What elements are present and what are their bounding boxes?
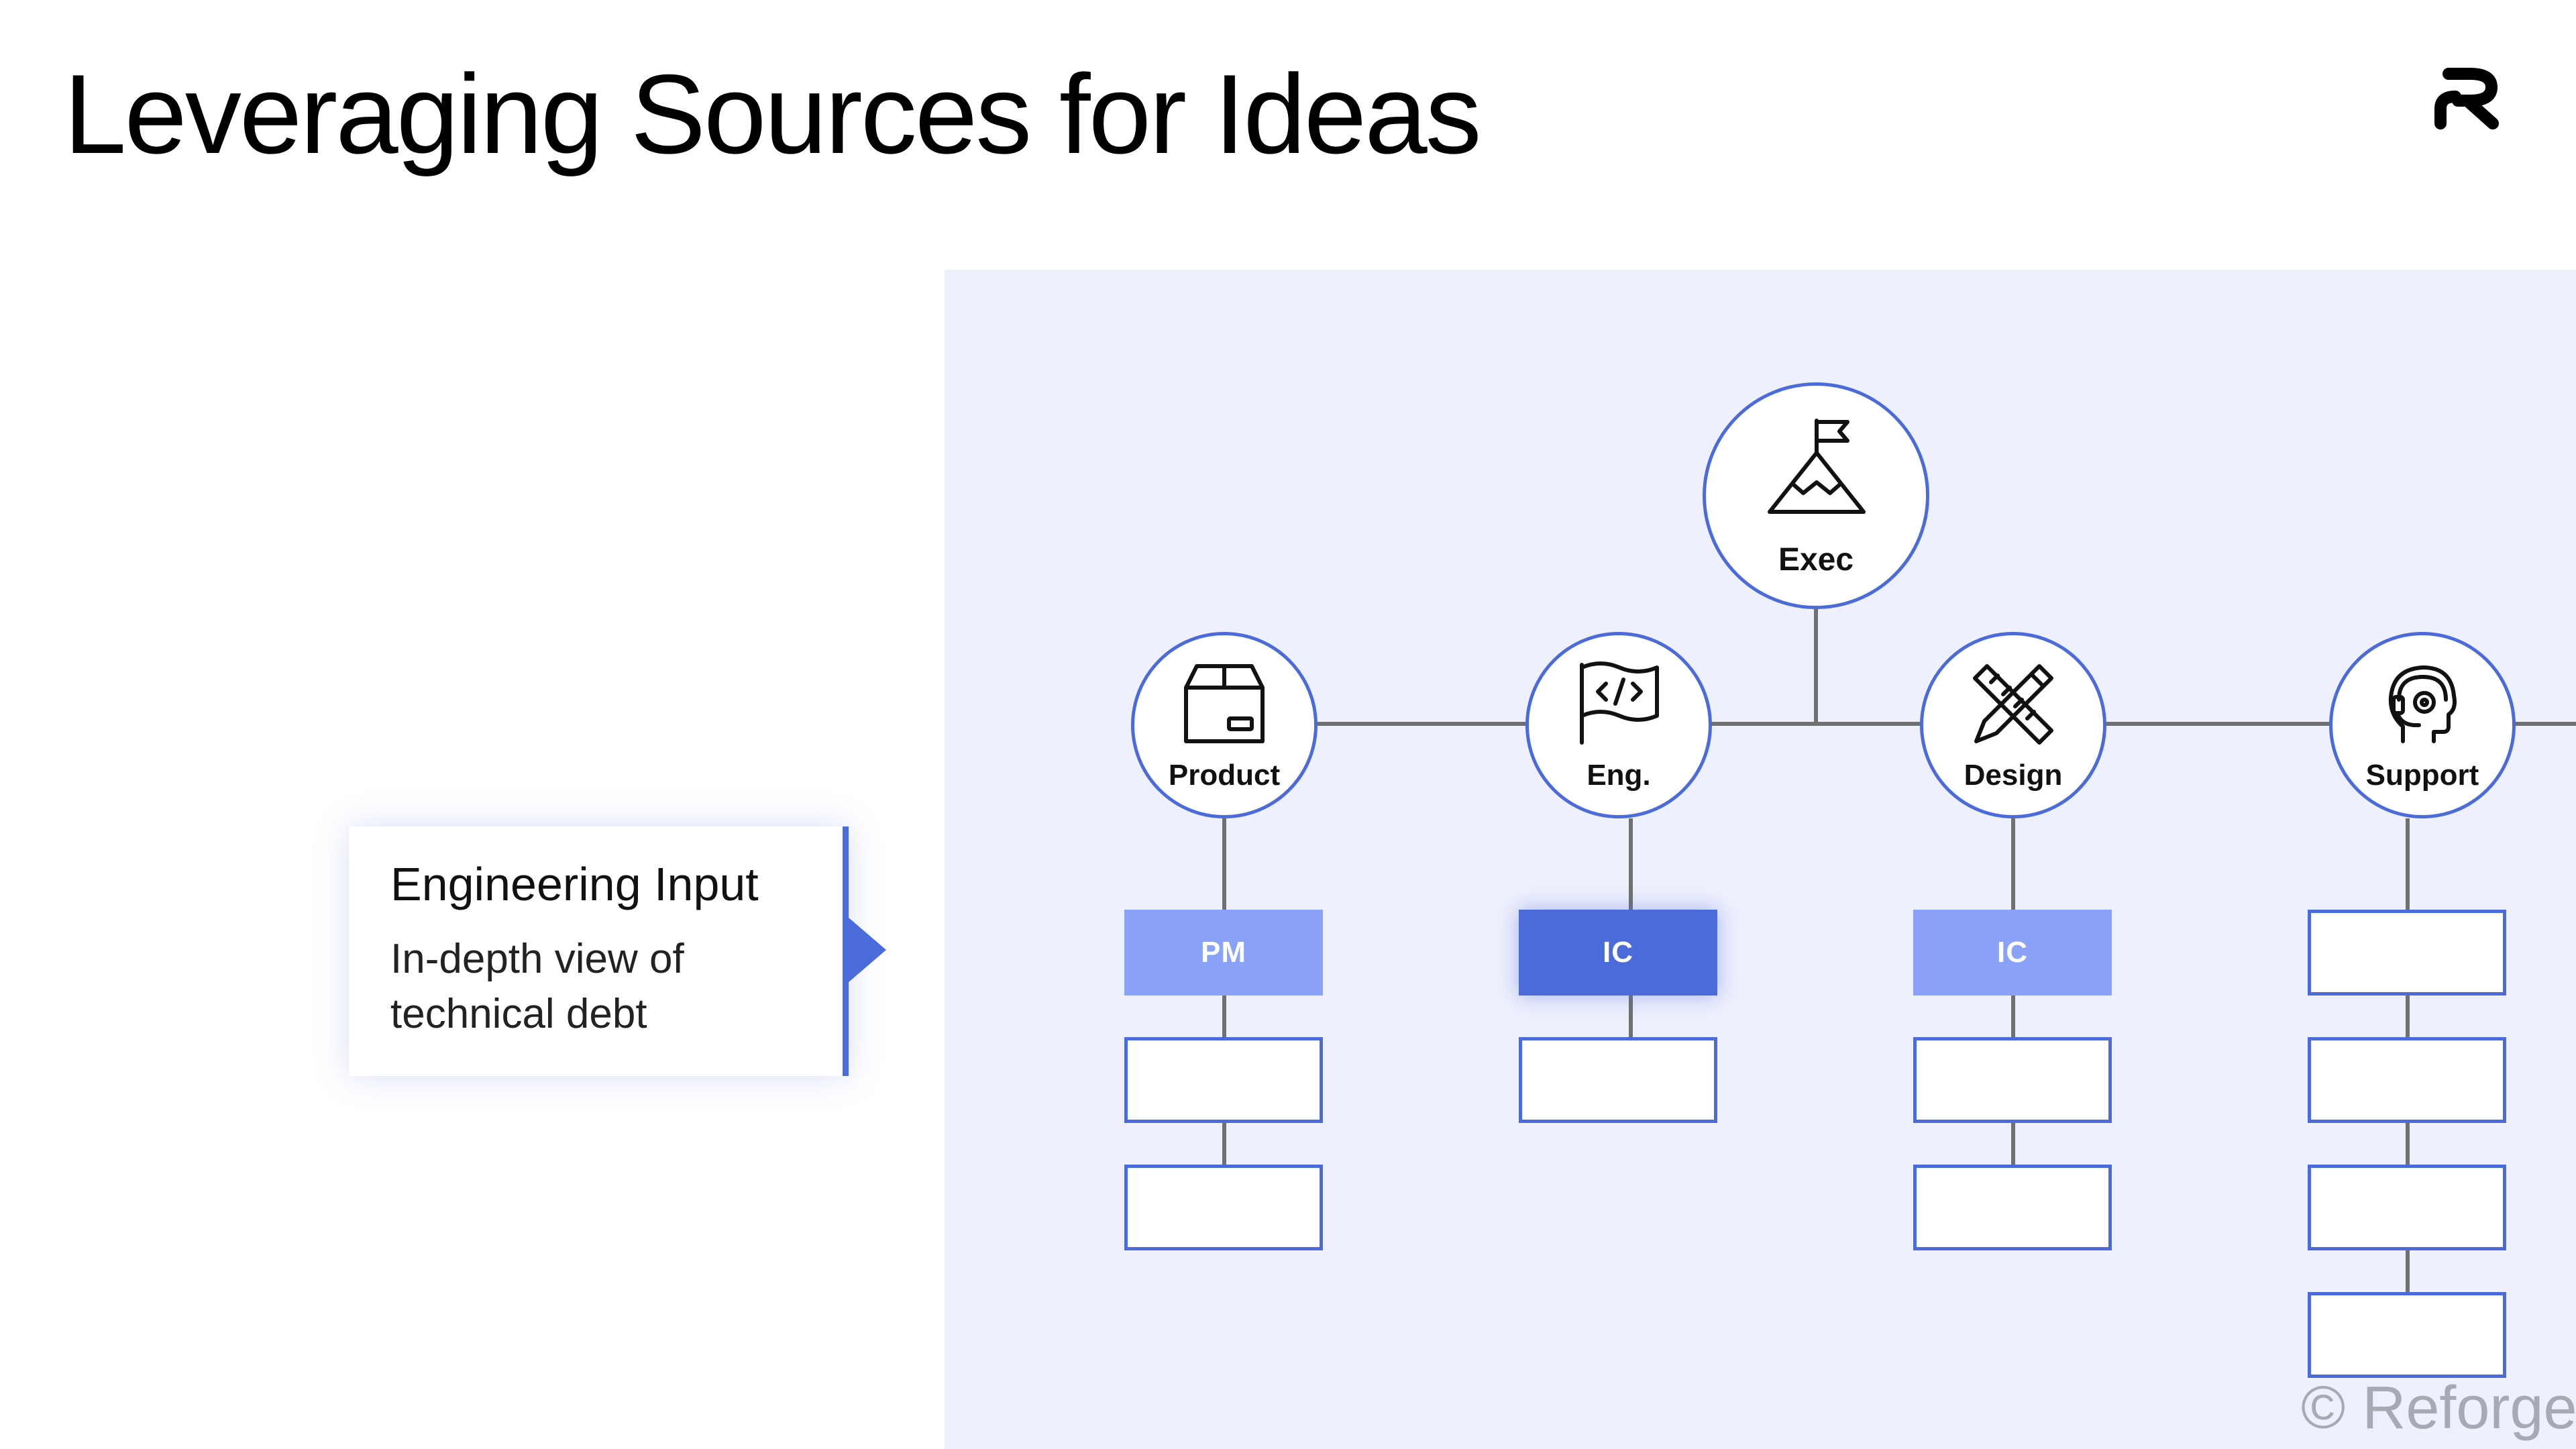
support-node-label: Support bbox=[2365, 759, 2479, 792]
headset-agent-icon bbox=[2388, 665, 2457, 743]
design-box bbox=[1913, 1165, 2112, 1250]
support-box bbox=[2308, 1165, 2506, 1250]
callout-card: Engineering Input In-depth view of techn… bbox=[349, 826, 849, 1076]
exec-node: Exec bbox=[1703, 382, 1929, 609]
callout-body: In-depth view of technical debt bbox=[390, 936, 684, 1037]
design-box bbox=[1913, 1037, 2112, 1123]
product-role-box-pm: PM bbox=[1124, 910, 1323, 996]
design-node: Design bbox=[1920, 632, 2106, 818]
support-box bbox=[2308, 1292, 2506, 1378]
support-box bbox=[2308, 910, 2506, 996]
product-node-label: Product bbox=[1168, 759, 1281, 792]
pencil-ruler-icon bbox=[1973, 664, 2053, 745]
mountain-flag-icon bbox=[1768, 419, 1866, 514]
copyright-watermark: © Reforge bbox=[2301, 1375, 2576, 1442]
reforge-logo-icon bbox=[2434, 68, 2499, 129]
code-flag-icon bbox=[1580, 661, 1659, 745]
product-box bbox=[1124, 1165, 1323, 1250]
callout-title: Engineering Input bbox=[390, 858, 759, 910]
product-node: Product bbox=[1131, 632, 1318, 818]
eng-role-box-ic: IC bbox=[1519, 910, 1717, 996]
exec-connector bbox=[1814, 606, 1818, 724]
page-title: Leveraging Sources for Ideas bbox=[64, 51, 1482, 177]
callout-pointer bbox=[849, 918, 886, 982]
eng-box bbox=[1519, 1037, 1717, 1123]
exec-node-label: Exec bbox=[1778, 542, 1854, 578]
eng-node-label: Eng. bbox=[1587, 759, 1651, 792]
eng-node: Eng. bbox=[1525, 632, 1712, 818]
design-node-label: Design bbox=[1964, 759, 2063, 792]
package-box-icon bbox=[1184, 664, 1265, 743]
design-role-box-ic: IC bbox=[1913, 910, 2112, 996]
product-box bbox=[1124, 1037, 1323, 1123]
support-node: Support bbox=[2329, 632, 2516, 818]
support-box bbox=[2308, 1037, 2506, 1123]
